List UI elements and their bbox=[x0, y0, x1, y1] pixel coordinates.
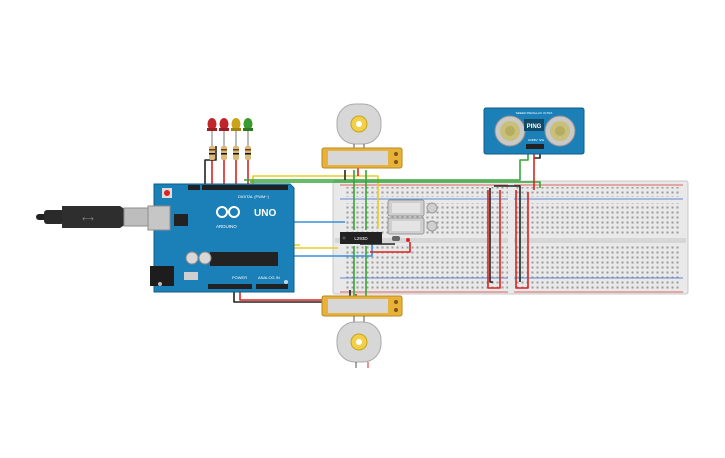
usb-cable: ⟷ bbox=[36, 206, 157, 228]
breadboard bbox=[332, 180, 689, 295]
sensor-pin-sig: SIG bbox=[539, 138, 545, 142]
led-red-1[interactable] bbox=[207, 118, 217, 146]
switch-1[interactable] bbox=[387, 199, 438, 217]
analog-pins-label: ANALOG IN bbox=[258, 275, 280, 280]
sensor-header-text: SEEED PARALLAX ULTRA bbox=[516, 111, 553, 115]
sensor-model-text: PING bbox=[527, 124, 542, 130]
arduino-brand-text: ARDUINO bbox=[216, 224, 237, 229]
led-yellow[interactable] bbox=[231, 118, 241, 146]
usb-symbol-icon: ⟷ bbox=[82, 214, 94, 223]
motor-bracket-bottom bbox=[321, 295, 403, 317]
led-green[interactable] bbox=[243, 118, 253, 146]
arduino-infinity-icon bbox=[216, 206, 240, 218]
power-pins-label: POWER bbox=[232, 275, 247, 280]
digital-pins-label: DIGITAL (PWM~) bbox=[238, 194, 270, 199]
ultrasonic-sensor[interactable]: PING SEEED PARALLAX ULTRA GND 5V SIG bbox=[483, 107, 585, 155]
driver-ic-label: L293D bbox=[354, 236, 368, 241]
dc-motor-top[interactable] bbox=[336, 103, 382, 150]
motor-driver-ic[interactable]: L293D bbox=[340, 232, 382, 244]
switch-2[interactable] bbox=[387, 217, 438, 235]
led-array bbox=[207, 118, 253, 160]
dc-motor-bottom[interactable] bbox=[336, 316, 382, 368]
led-red-2[interactable] bbox=[219, 118, 229, 146]
reset-button[interactable] bbox=[164, 190, 170, 196]
arduino-logo-text: UNO bbox=[254, 208, 276, 219]
wires bbox=[204, 146, 541, 312]
arduino-uno[interactable]: UNO ARDUINO DIGITAL (PWM~) POWER ANALOG … bbox=[147, 183, 295, 293]
resistors bbox=[209, 146, 251, 160]
capacitor bbox=[392, 236, 410, 242]
sensor-pin-gnd: GND bbox=[528, 138, 536, 142]
motor-bracket-top bbox=[321, 147, 403, 169]
sensor-pin-5v: 5V bbox=[534, 138, 538, 142]
